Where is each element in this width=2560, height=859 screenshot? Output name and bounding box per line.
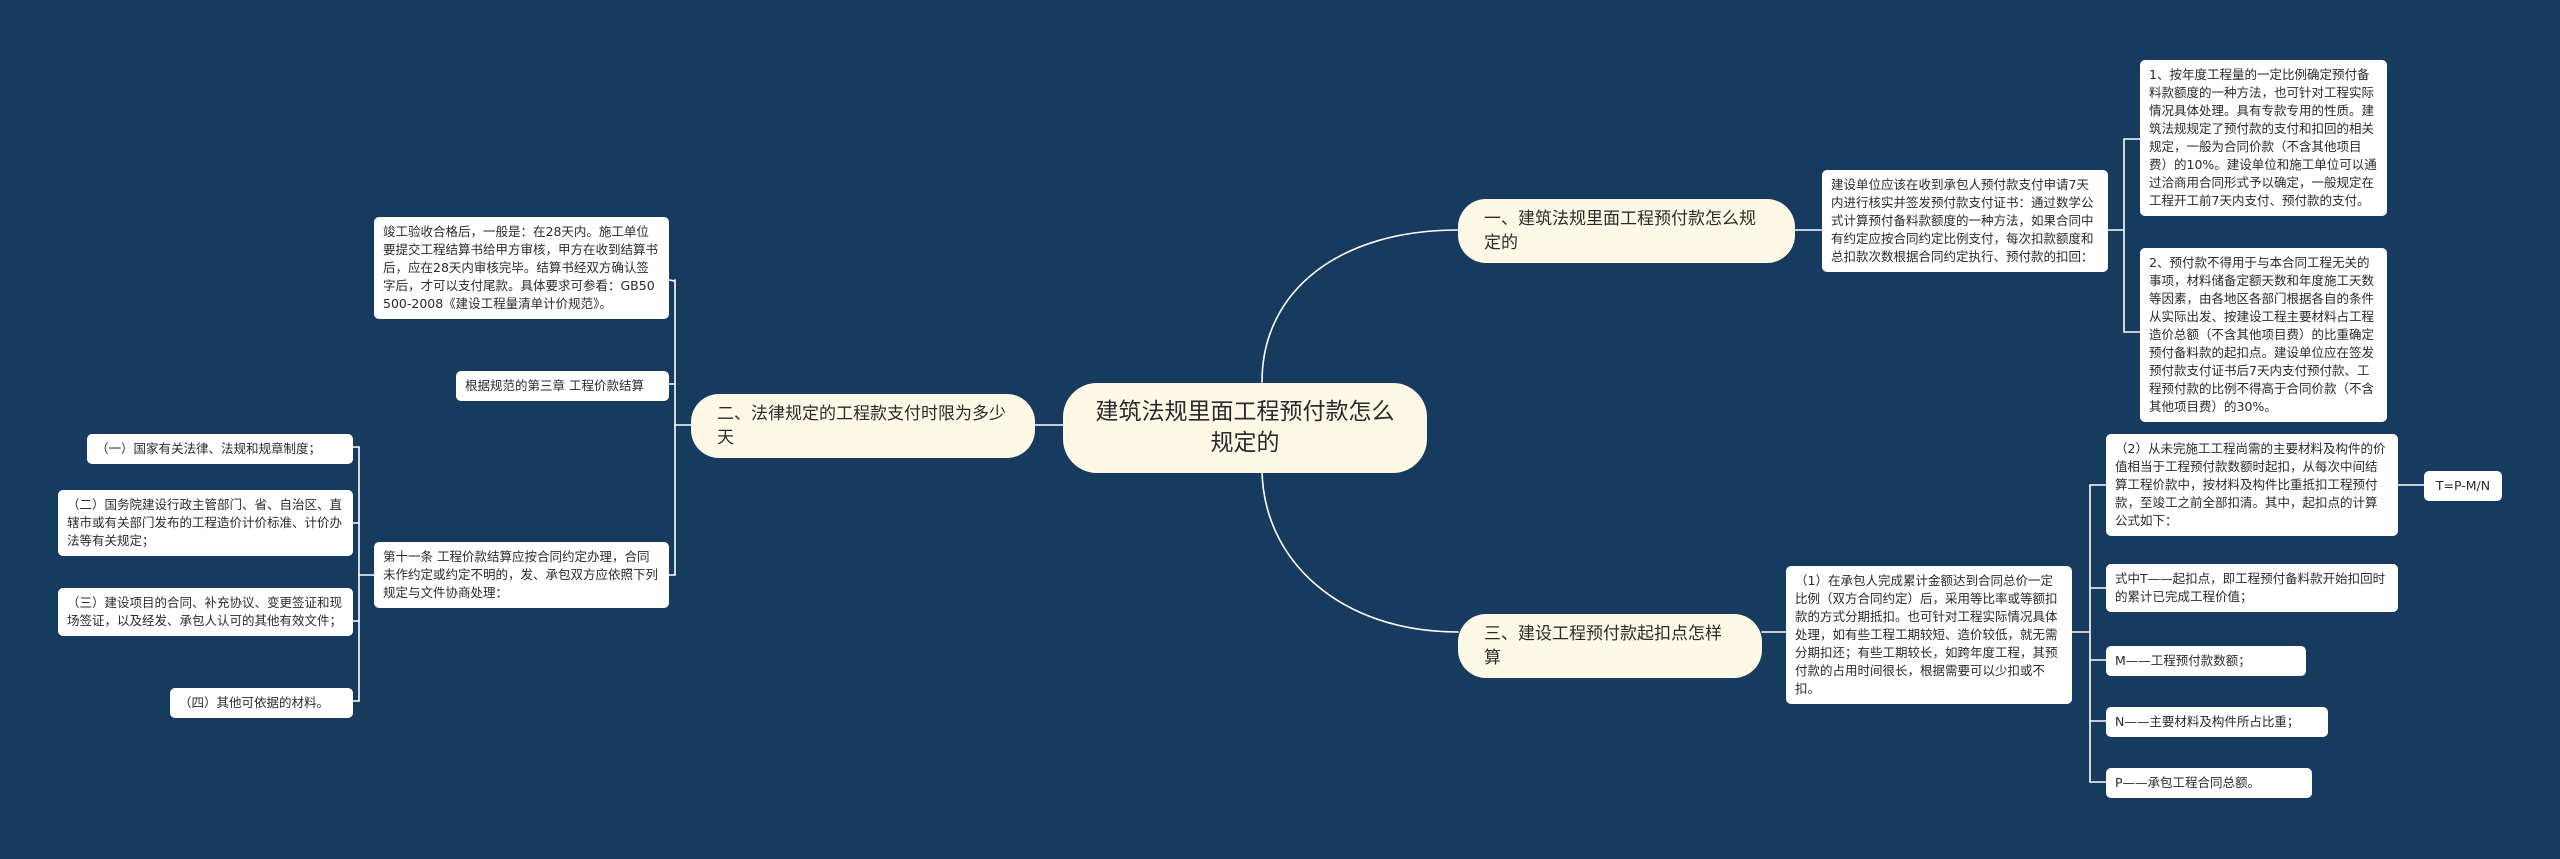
branch-3-formula[interactable]: T=P-M/N [2424, 471, 2502, 501]
branch-3-item-5[interactable]: P——承包工程合同总额。 [2106, 768, 2312, 798]
branch-3-item-3[interactable]: M——工程预付款数额； [2106, 646, 2306, 676]
branch-3-summary[interactable]: （1）在承包人完成累计金额达到合同总价一定比例（双方合同约定）后，采用等比率或等… [1786, 566, 2072, 704]
root-title: 建筑法规里面工程预付款怎么规定的 [1095, 399, 1395, 456]
branch-2-item-2[interactable]: 根据规范的第三章 工程价款结算 [456, 371, 669, 401]
branch-1-item-2[interactable]: 2、预付款不得用于与本合同工程无关的事项，材料储备定额天数和年度施工天数等因素，… [2140, 248, 2387, 422]
branch-2-sub-3[interactable]: （三）建设项目的合同、补充协议、变更签证和现场签证，以及经发、承包人认可的其他有… [58, 588, 353, 636]
branch-3-title: 三、建设工程预付款起扣点怎样算 [1484, 624, 1722, 668]
root-topic[interactable]: 建筑法规里面工程预付款怎么规定的 [1063, 383, 1427, 473]
branch-2-sub-1[interactable]: （一）国家有关法律、法规和规章制度； [87, 434, 353, 464]
branch-2-topic[interactable]: 二、法律规定的工程款支付时限为多少天 [691, 394, 1035, 458]
branch-3-topic[interactable]: 三、建设工程预付款起扣点怎样算 [1458, 614, 1762, 678]
branch-1-topic[interactable]: 一、建筑法规里面工程预付款怎么规定的 [1458, 199, 1795, 263]
branch-3-item-1[interactable]: （2）从未完施工工程尚需的主要材料及构件的价值相当于工程预付款数额时起扣，从每次… [2106, 434, 2398, 536]
link-root-b1 [1261, 229, 1459, 383]
branch-2-title: 二、法律规定的工程款支付时限为多少天 [717, 404, 1006, 448]
branch-2-item-3[interactable]: 第十一条 工程价款结算应按合同约定办理，合同未作约定或约定不明的，发、承包双方应… [374, 542, 669, 608]
branch-3-item-4[interactable]: N——主要材料及构件所占比重； [2106, 707, 2328, 737]
link-b2-item1 [668, 279, 676, 282]
branch-2-item-1[interactable]: 竣工验收合格后，一般是：在28天内。施工单位要提交工程结算书给甲方审核，甲方在收… [374, 217, 669, 319]
branch-2-sub-4[interactable]: （四）其他可依据的材料。 [170, 688, 353, 718]
branch-1-item-1[interactable]: 1、按年度工程量的一定比例确定预付备料款额度的一种方法，也可针对工程实际情况具体… [2140, 60, 2387, 216]
branch-2-sub-2[interactable]: （二）国务院建设行政主管部门、省、自治区、直辖市或有关部门发布的工程造价计价标准… [58, 490, 353, 556]
branch-3-item-2[interactable]: 式中T——起扣点，即工程预付备料款开始扣回时的累计已完成工程价值； [2106, 564, 2398, 612]
link-root-b3 [1261, 467, 1459, 633]
branch-1-title: 一、建筑法规里面工程预付款怎么规定的 [1484, 209, 1756, 253]
branch-1-summary[interactable]: 建设单位应该在收到承包人预付款支付申请7天内进行核实并签发预付款支付证书：通过数… [1822, 170, 2108, 272]
